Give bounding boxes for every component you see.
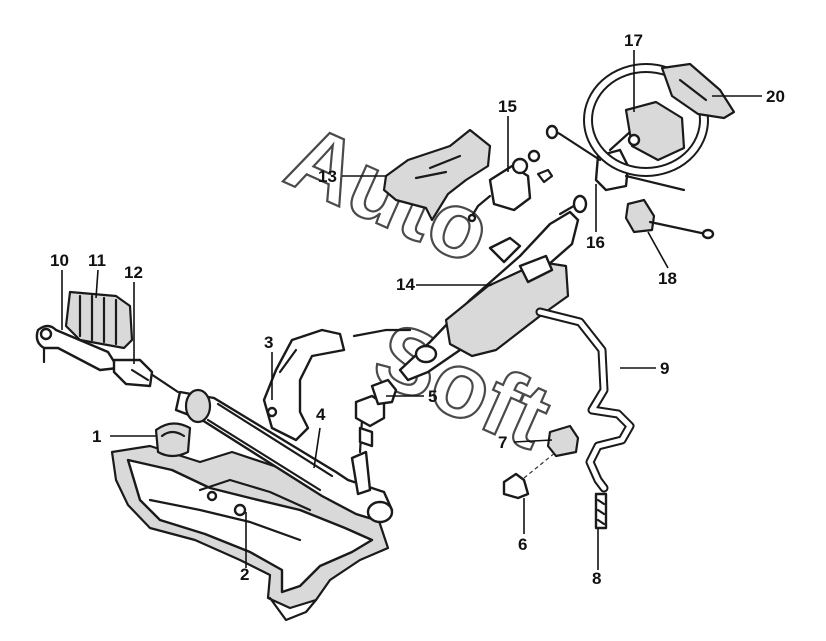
callout-18: 18 bbox=[658, 269, 677, 288]
callout-13: 13 bbox=[318, 167, 337, 186]
part-hose bbox=[262, 328, 346, 442]
callout-10: 10 bbox=[50, 251, 69, 270]
part-rack-clamp bbox=[154, 422, 192, 458]
part-rack-boot bbox=[64, 290, 134, 350]
part-stabilizer-bush bbox=[546, 424, 580, 458]
callout-16: 16 bbox=[586, 233, 605, 252]
callout-11: 11 bbox=[88, 251, 106, 270]
callout-14: 14 bbox=[396, 275, 415, 294]
part-column-shroud bbox=[382, 128, 492, 222]
part-wiper-switch bbox=[624, 198, 715, 240]
part-crossmember bbox=[110, 444, 390, 622]
leader-lines bbox=[61, 50, 762, 570]
callout-8: 8 bbox=[592, 569, 601, 588]
part-tie-rod-end bbox=[35, 324, 120, 372]
callout-labels: 1 2 3 4 5 6 7 8 9 10 11 12 13 14 15 16 1… bbox=[50, 31, 785, 588]
callout-1: 1 bbox=[92, 427, 101, 446]
part-airbag-cover bbox=[660, 62, 736, 120]
callout-2: 2 bbox=[240, 565, 249, 584]
callout-3: 3 bbox=[264, 333, 273, 352]
part-inner-joint bbox=[112, 358, 154, 388]
callout-6: 6 bbox=[518, 535, 527, 554]
part-universal-joint bbox=[354, 378, 398, 448]
callout-20: 20 bbox=[766, 87, 785, 106]
part-steering-wheel bbox=[583, 63, 709, 177]
part-ignition-lock bbox=[467, 149, 554, 223]
part-stabilizer-link bbox=[594, 492, 608, 530]
callout-17: 17 bbox=[624, 31, 643, 50]
callout-9: 9 bbox=[660, 359, 669, 378]
part-stabilizer-bracket bbox=[502, 451, 557, 500]
callout-12: 12 bbox=[124, 263, 143, 282]
callout-4: 4 bbox=[316, 405, 326, 424]
callout-7: 7 bbox=[498, 433, 507, 452]
part-steering-column bbox=[352, 194, 588, 382]
part-stabilizer-bar bbox=[535, 307, 635, 493]
callout-5: 5 bbox=[428, 387, 437, 406]
callout-15: 15 bbox=[498, 97, 517, 116]
